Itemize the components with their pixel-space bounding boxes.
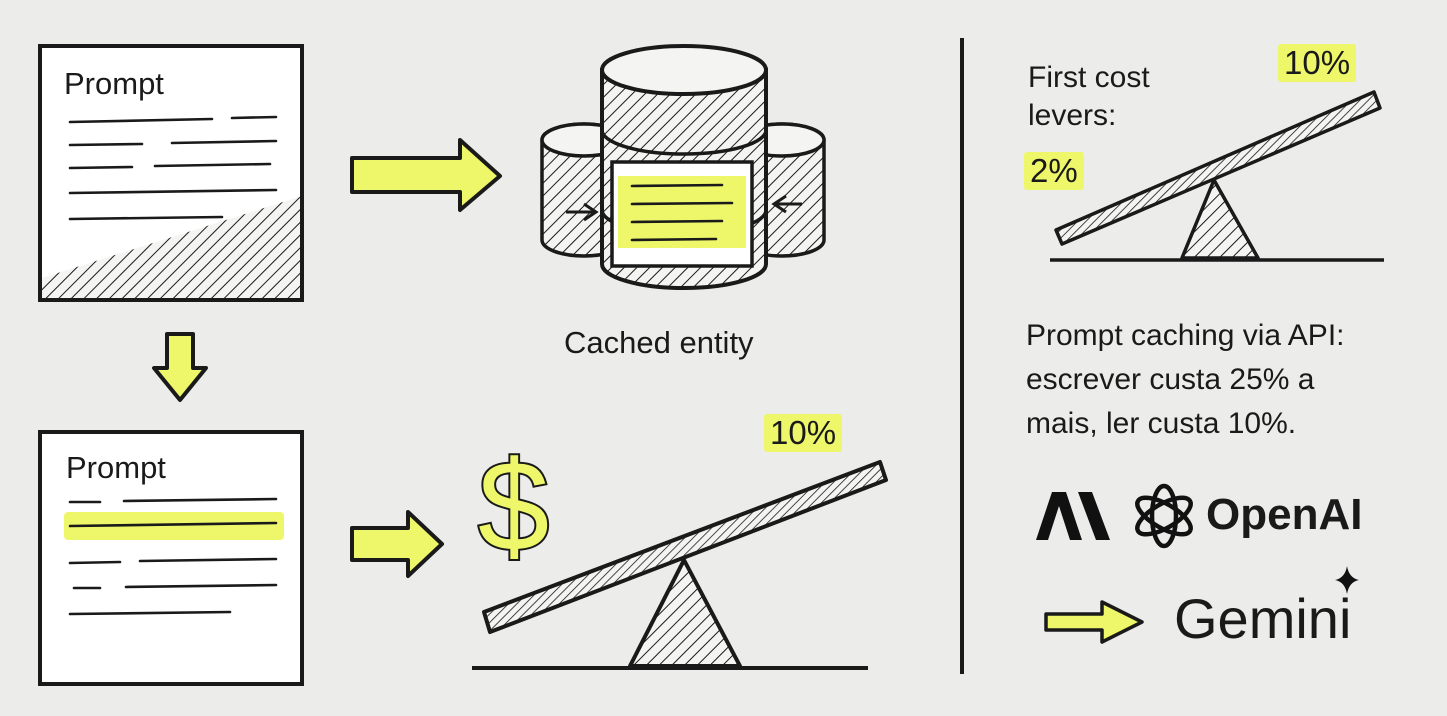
openai-logo-icon xyxy=(1135,483,1193,549)
cached-entity-label: Cached entity xyxy=(564,325,754,360)
svg-text:$: $ xyxy=(478,435,549,578)
prompt-card-top xyxy=(38,44,304,302)
prompt-title-top: Prompt xyxy=(64,66,164,101)
database-icon xyxy=(540,44,826,290)
note-line3: mais, ler custa 10%. xyxy=(1026,407,1297,440)
prompt-lines-top xyxy=(68,115,278,221)
arrow-right-icon xyxy=(1044,600,1144,644)
arrow-right-icon xyxy=(350,138,502,212)
side-high-percent: 10% xyxy=(1278,44,1357,82)
prompt-card-bottom xyxy=(38,430,304,686)
anthropic-logo-icon xyxy=(1036,492,1110,540)
highlighted-line xyxy=(64,512,284,540)
note-line2: escrever custa 25% a xyxy=(1026,363,1315,396)
sparkle-icon xyxy=(1335,566,1359,594)
side-heading-line2: levers: xyxy=(1028,99,1117,132)
seesaw-icon xyxy=(472,460,888,670)
seesaw-icon xyxy=(1050,90,1384,262)
openai-wordmark: OpenAI xyxy=(1206,490,1363,539)
dollar-icon: $ xyxy=(476,433,551,580)
prompt-title-bottom: Prompt xyxy=(66,450,166,485)
arrow-right-icon xyxy=(350,510,444,578)
arrow-down-icon xyxy=(152,332,208,402)
gemini-wordmark: Gemini xyxy=(1174,587,1352,650)
seesaw-main-percent: 10% xyxy=(764,414,843,452)
side-low-percent: 2% xyxy=(1024,152,1084,190)
side-heading-line1: First cost xyxy=(1028,61,1150,94)
note-line1: Prompt caching via API: xyxy=(1026,319,1345,352)
prompt-lines-bottom xyxy=(68,497,278,616)
